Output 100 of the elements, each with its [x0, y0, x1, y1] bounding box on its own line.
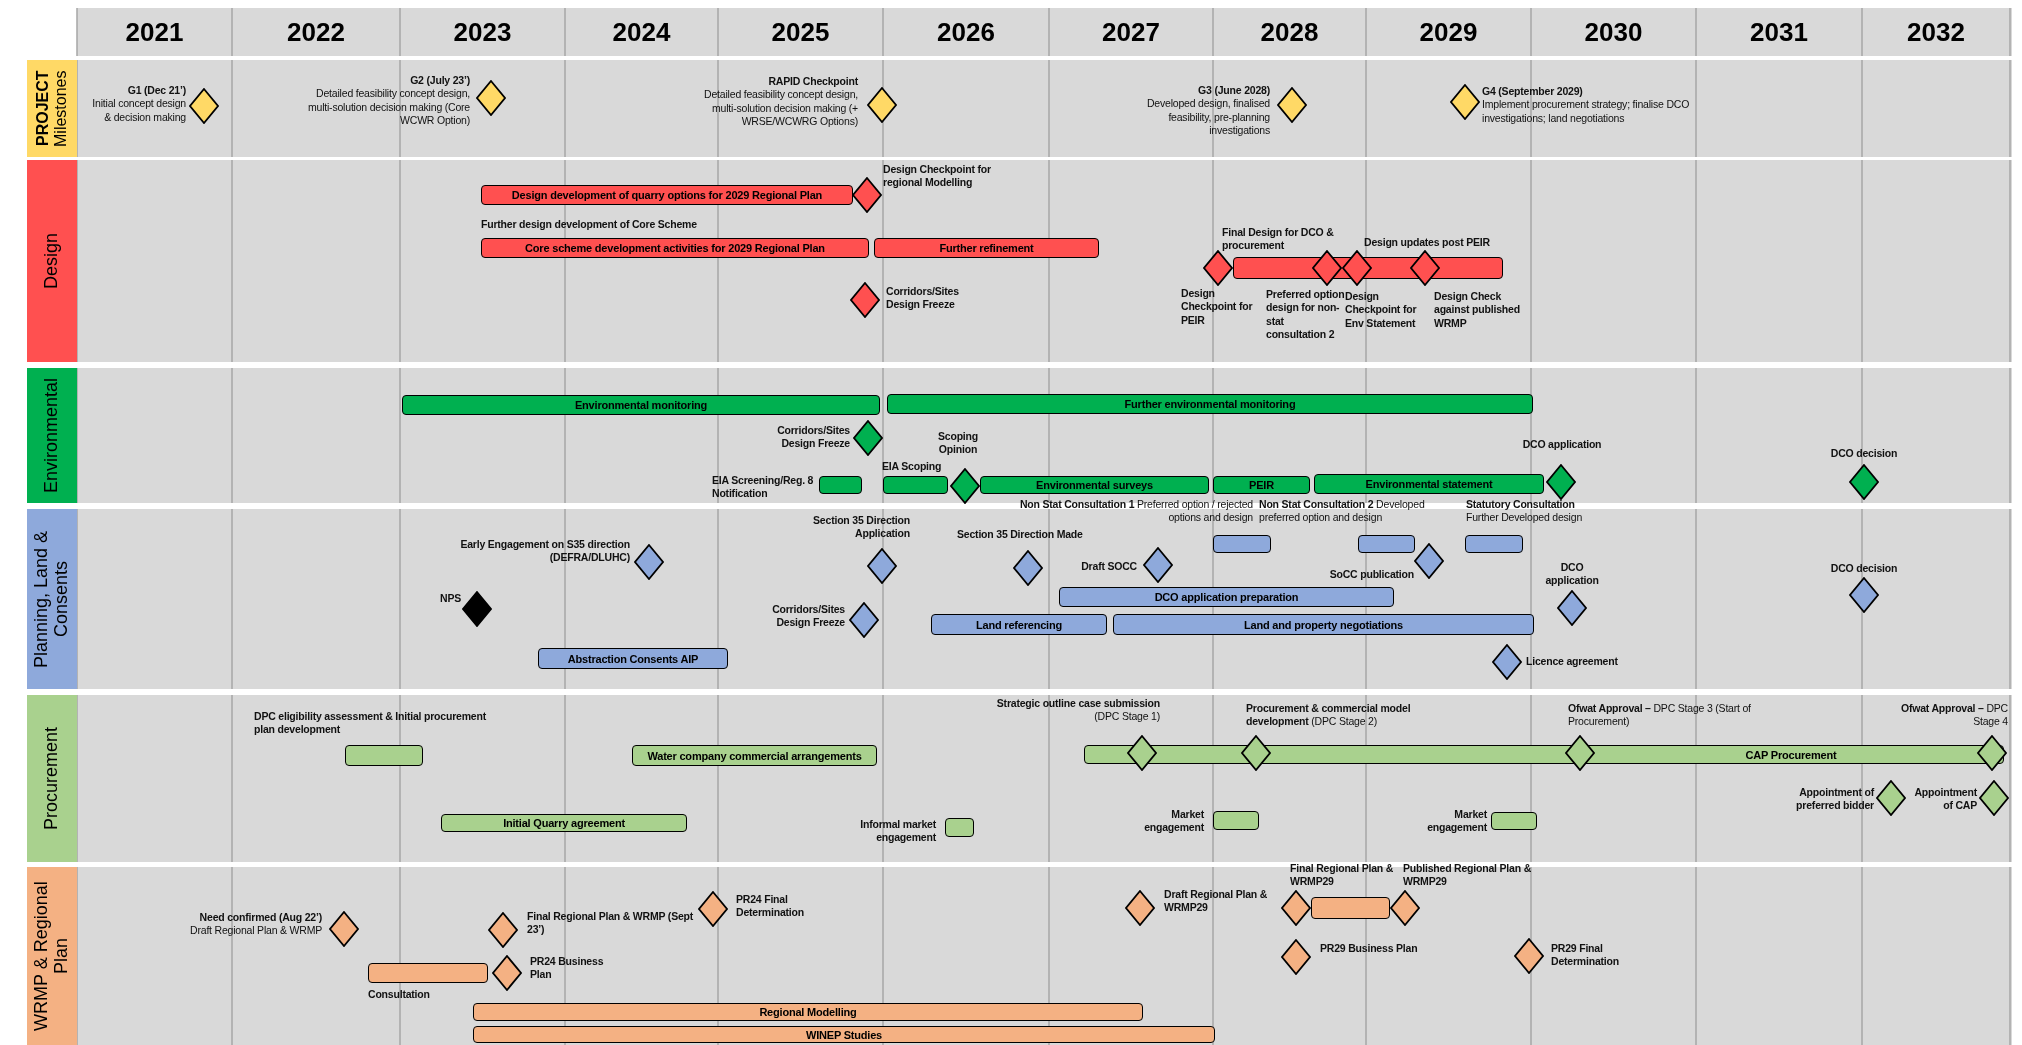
task-label: Final Design for DCO & procurement — [1222, 226, 1335, 253]
milestone-diamond — [849, 602, 879, 638]
milestone-diamond — [1127, 735, 1157, 771]
lane-header: Procurement — [25, 695, 77, 862]
milestone-diamond — [189, 88, 219, 124]
milestone-diamond — [1143, 547, 1173, 583]
milestone-diamond — [1203, 250, 1233, 286]
milestone-label: Final Regional Plan & WRMP (Sept 23’) — [527, 910, 695, 937]
task-label: Statutory Consultation — [1466, 498, 1575, 512]
year-label: 2023 — [452, 15, 513, 49]
year-label: 2029 — [1418, 15, 1479, 49]
milestone-label: Developed design, finalised feasibility, pre-planning investigations — [1145, 97, 1270, 138]
milestone-diamond — [1277, 87, 1307, 123]
milestone-label: Design Checkpoint for regional Modelling — [883, 163, 992, 190]
task-bar — [1311, 897, 1390, 919]
milestone-diamond — [1979, 780, 2009, 816]
milestone-label: PR24 Business Plan — [530, 955, 605, 982]
milestone-diamond — [1281, 939, 1311, 975]
milestone-diamond — [1876, 780, 1906, 816]
milestone-label: DCO decision — [1830, 447, 1898, 461]
task-label: Further design development of Core Scheme — [481, 218, 697, 232]
task-label: Non Stat Consultation 2 Developed preferred option and design — [1259, 498, 1426, 525]
milestone-label: Draft Regional Plan & WRMP — [190, 924, 322, 938]
milestone-label: Design Check against published WRMP — [1434, 290, 1521, 330]
milestone-label: Draft SOCC — [1081, 560, 1137, 574]
milestone-label: Preferred option design for non-stat consultation 2 — [1266, 288, 1345, 342]
task-label: Informal market engagement — [859, 818, 936, 845]
milestone-label: Design Checkpoint for Env Statement — [1345, 290, 1418, 330]
milestone-diamond — [1241, 735, 1271, 771]
milestone-diamond — [634, 544, 664, 580]
milestone-diamond — [1125, 890, 1155, 926]
swimlane-band — [25, 160, 2012, 362]
milestone-label: DCO decision — [1830, 562, 1898, 576]
year-label: 2026 — [936, 15, 996, 49]
milestone-label: Scoping Opinion — [937, 430, 979, 457]
task-bar: Land referencing — [931, 614, 1107, 635]
task-bar: Land and property negotiations — [1113, 614, 1534, 635]
task-bar: DCO application preparation — [1059, 587, 1394, 607]
task-label: Non Stat Consultation 1 Preferred option / rejected options and design — [1018, 498, 1253, 525]
task-bar — [819, 476, 862, 494]
milestone-label: Draft Regional Plan & WRMP29 — [1164, 888, 1269, 915]
milestone-diamond — [462, 591, 492, 627]
task-label: Market engagement — [1426, 808, 1487, 835]
milestone-label: (DPC Stage 1) — [1094, 710, 1160, 724]
milestone-label: Section 35 Direction Application — [812, 514, 910, 541]
milestone-diamond — [476, 80, 506, 116]
milestone-diamond — [488, 912, 518, 948]
milestone-label: Ofwat Approval – DPC Stage 3 (Start of Procurement) — [1568, 702, 1752, 729]
milestone-diamond — [329, 911, 359, 947]
task-bar — [1358, 535, 1415, 553]
year-label: 2031 — [1749, 15, 1809, 49]
lane-header: Environmental — [25, 368, 77, 503]
milestone-label: PR24 Final Determination — [736, 893, 805, 920]
milestone-diamond — [1849, 577, 1879, 613]
year-label: 2024 — [611, 15, 672, 49]
milestone-diamond — [867, 87, 897, 123]
task-bar: Initial Quarry agreement — [441, 814, 687, 832]
milestone-diamond — [1450, 84, 1480, 120]
milestone-diamond — [1281, 890, 1311, 926]
task-bar: Environmental monitoring — [402, 395, 880, 415]
milestone-label: Initial concept design & decision making — [91, 97, 186, 124]
milestone-label: Section 35 Direction Made — [957, 528, 1083, 542]
milestone-diamond — [1013, 550, 1043, 586]
milestone-diamond — [1849, 464, 1879, 500]
milestone-label: RAPID Checkpoint — [768, 75, 858, 89]
task-bar — [1465, 535, 1523, 553]
milestone-label: Early Engagement on S35 direction (DEFRA/DLUHC) — [459, 538, 630, 565]
year-label: 2032 — [1906, 15, 1966, 49]
task-label: DPC eligibility assessment & Initial procurement plan development — [254, 710, 487, 737]
lane-header: Design — [25, 160, 77, 362]
milestone-diamond — [1342, 250, 1372, 286]
task-label: EIA Screening/Reg. 8 Notification — [712, 474, 815, 501]
milestone-diamond — [1977, 735, 2007, 771]
milestone-diamond — [1312, 250, 1342, 286]
lane-header: Planning, Land & Consents — [25, 509, 77, 689]
milestone-diamond — [1492, 644, 1522, 680]
milestone-label: Strategic outline case submission — [996, 697, 1160, 711]
milestone-label: DCO application — [1544, 561, 1600, 588]
milestone-label: Licence agreement — [1526, 655, 1618, 669]
year-label: 2030 — [1583, 15, 1644, 49]
milestone-diamond — [492, 955, 522, 991]
task-label: Further Developed design — [1466, 511, 1583, 525]
milestone-label: NPS — [440, 592, 461, 606]
milestone-diamond — [950, 468, 980, 504]
milestone-diamond — [867, 548, 897, 584]
milestone-label: Procurement & commercial model development (DPC Stage 2) — [1246, 702, 1412, 729]
task-label: Consultation — [368, 988, 430, 1002]
milestone-label: Implement procurement strategy; finalise DCO investigations; land negotiations — [1482, 98, 1691, 125]
milestone-label: PR29 Final Determination — [1551, 942, 1620, 969]
task-bar — [1213, 535, 1271, 553]
task-label: EIA Scoping — [882, 460, 942, 474]
year-label: 2027 — [1101, 15, 1161, 49]
milestone-label: Appointment of CAP — [1913, 786, 1977, 813]
year-label: 2028 — [1259, 15, 1320, 49]
task-bar: WINEP Studies — [473, 1026, 1215, 1043]
task-bar — [945, 818, 974, 837]
milestone-label: Appointment of preferred bidder — [1795, 786, 1874, 813]
milestone-diamond — [1414, 543, 1444, 579]
task-bar: Water company commercial arrangements — [632, 745, 877, 766]
task-bar: Environmental statement — [1314, 474, 1544, 494]
